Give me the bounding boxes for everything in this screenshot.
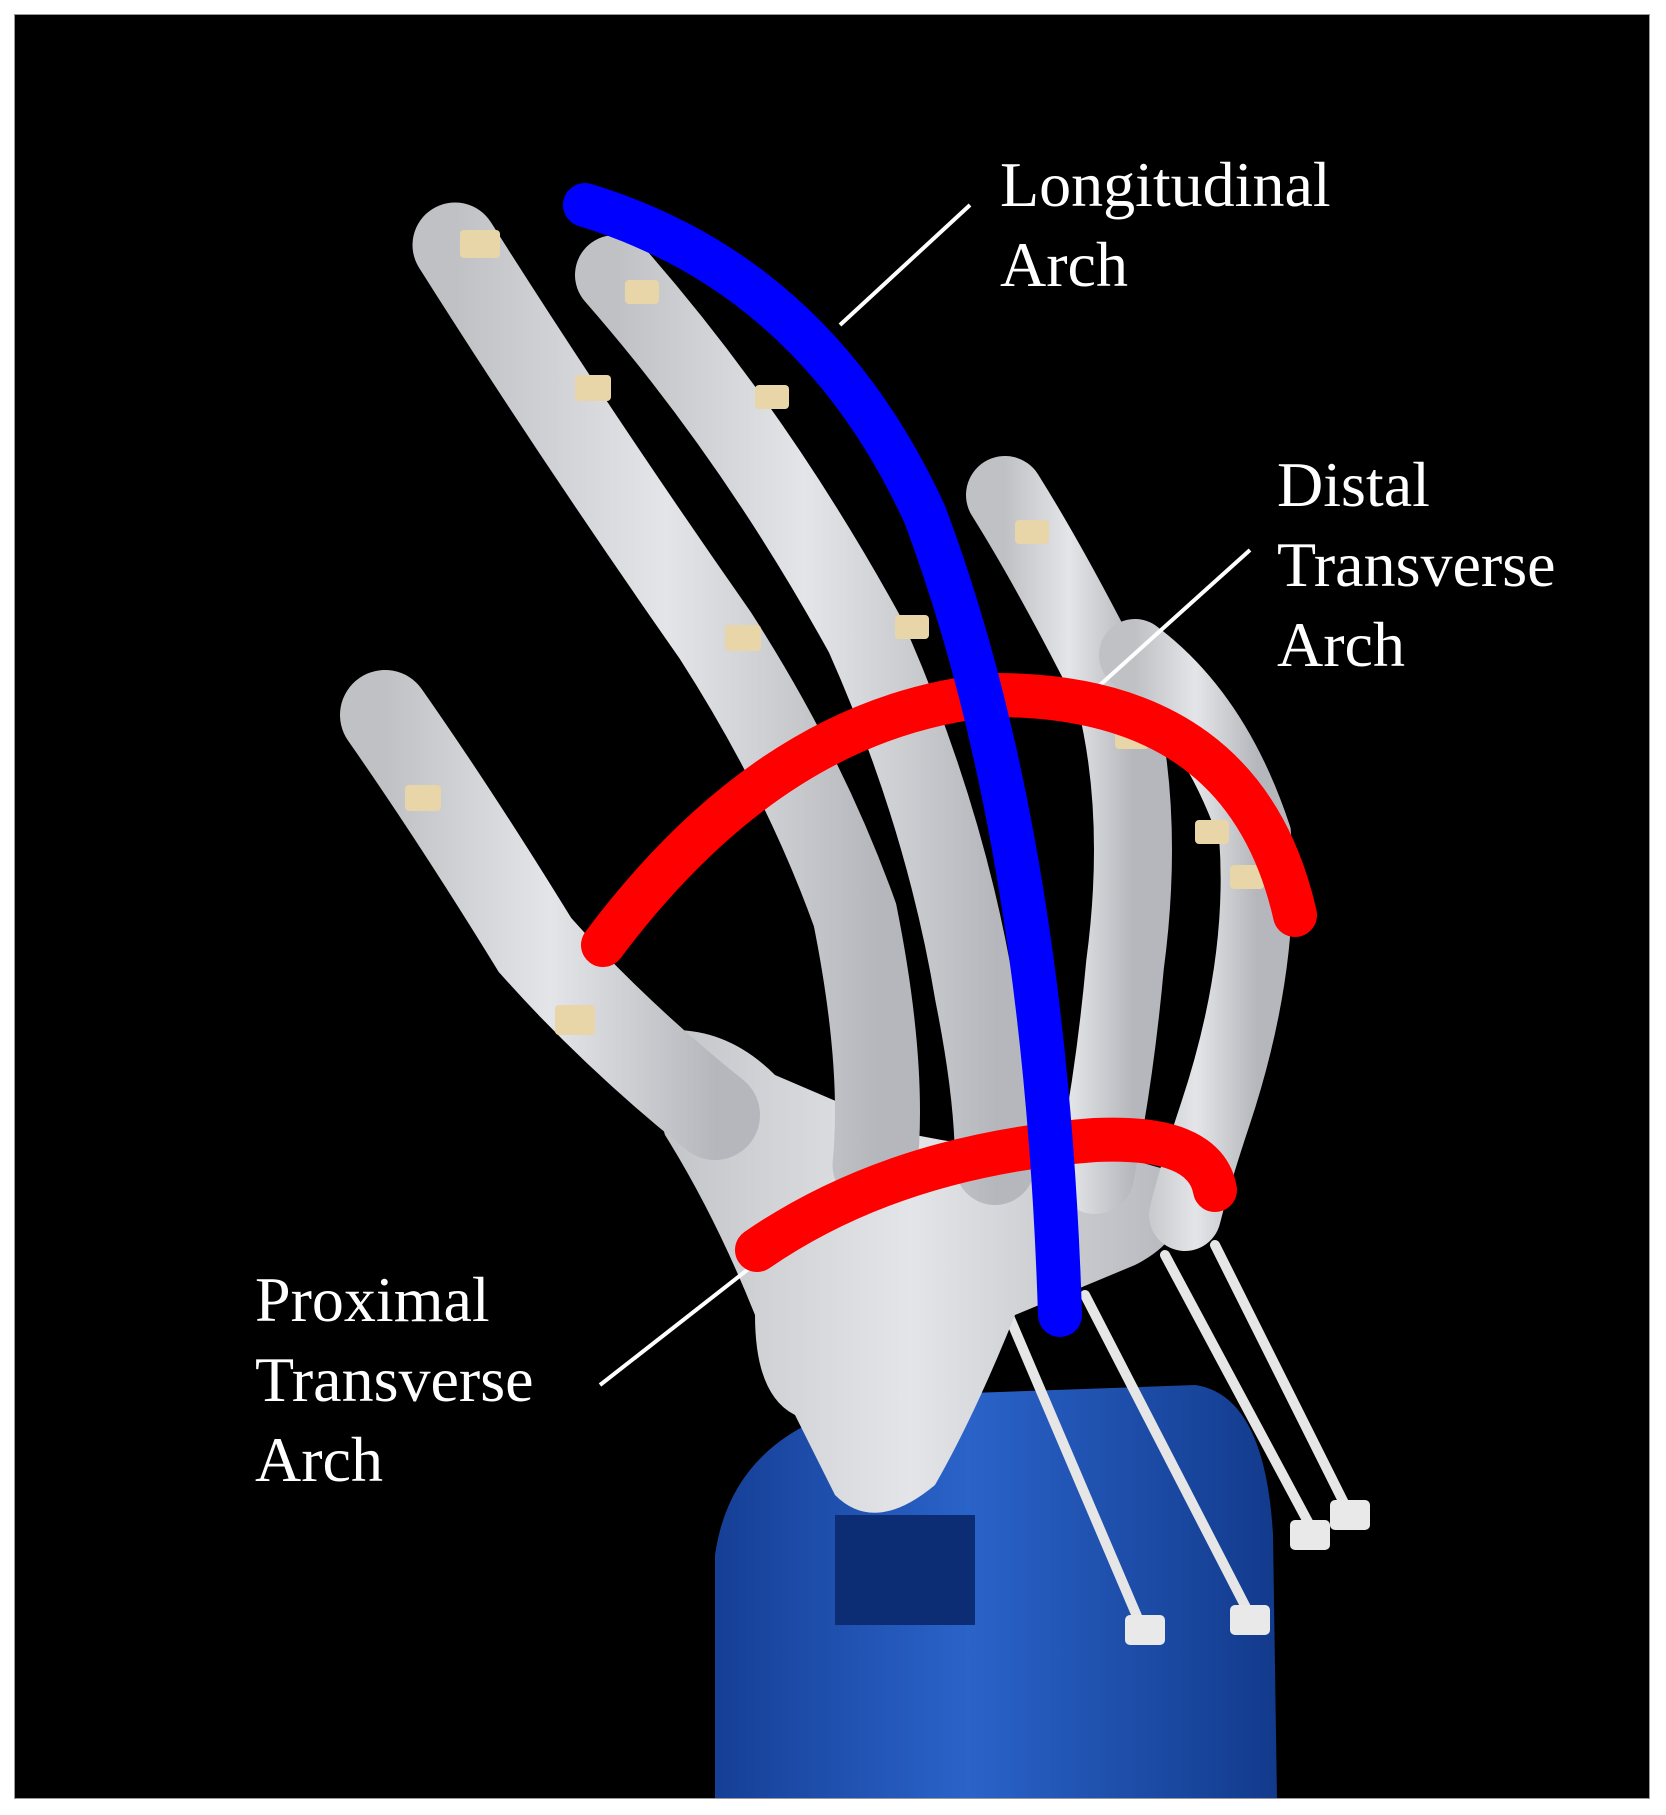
figure-frame: Longitudinal Arch Distal Transverse Arch…: [14, 14, 1650, 1799]
proximal-transverse-arch-label: Proximal Transverse Arch: [255, 1260, 534, 1500]
hand-skeleton-photo: [340, 183, 1370, 1798]
distal-transverse-arch-label: Distal Transverse Arch: [1277, 445, 1556, 685]
longitudinal-arch: [563, 183, 1082, 1337]
cable-tie-heads: [1125, 1500, 1370, 1645]
longitudinal-label-line1: Longitudinal: [1000, 149, 1331, 220]
proximal-label-line3: Arch: [255, 1424, 383, 1495]
longitudinal-label-line2: Arch: [1000, 229, 1128, 300]
proximal-label-line2: Transverse: [255, 1344, 534, 1415]
distal-label-line1: Distal: [1277, 449, 1430, 520]
longitudinal-leader: [838, 203, 972, 327]
printed-base: [715, 1385, 1277, 1798]
leader-lines: [598, 203, 1252, 1387]
distal-label-line2: Transverse: [1277, 529, 1556, 600]
palm-bones: [635, 1030, 1187, 1513]
distal-leader: [1098, 548, 1252, 687]
distal-label-line3: Arch: [1277, 609, 1405, 680]
proximal-label-line1: Proximal: [255, 1264, 490, 1335]
proximal-leader: [598, 1258, 762, 1387]
longitudinal-arch-label: Longitudinal Arch: [1000, 145, 1331, 305]
cable-ties: [995, 1240, 1355, 1640]
